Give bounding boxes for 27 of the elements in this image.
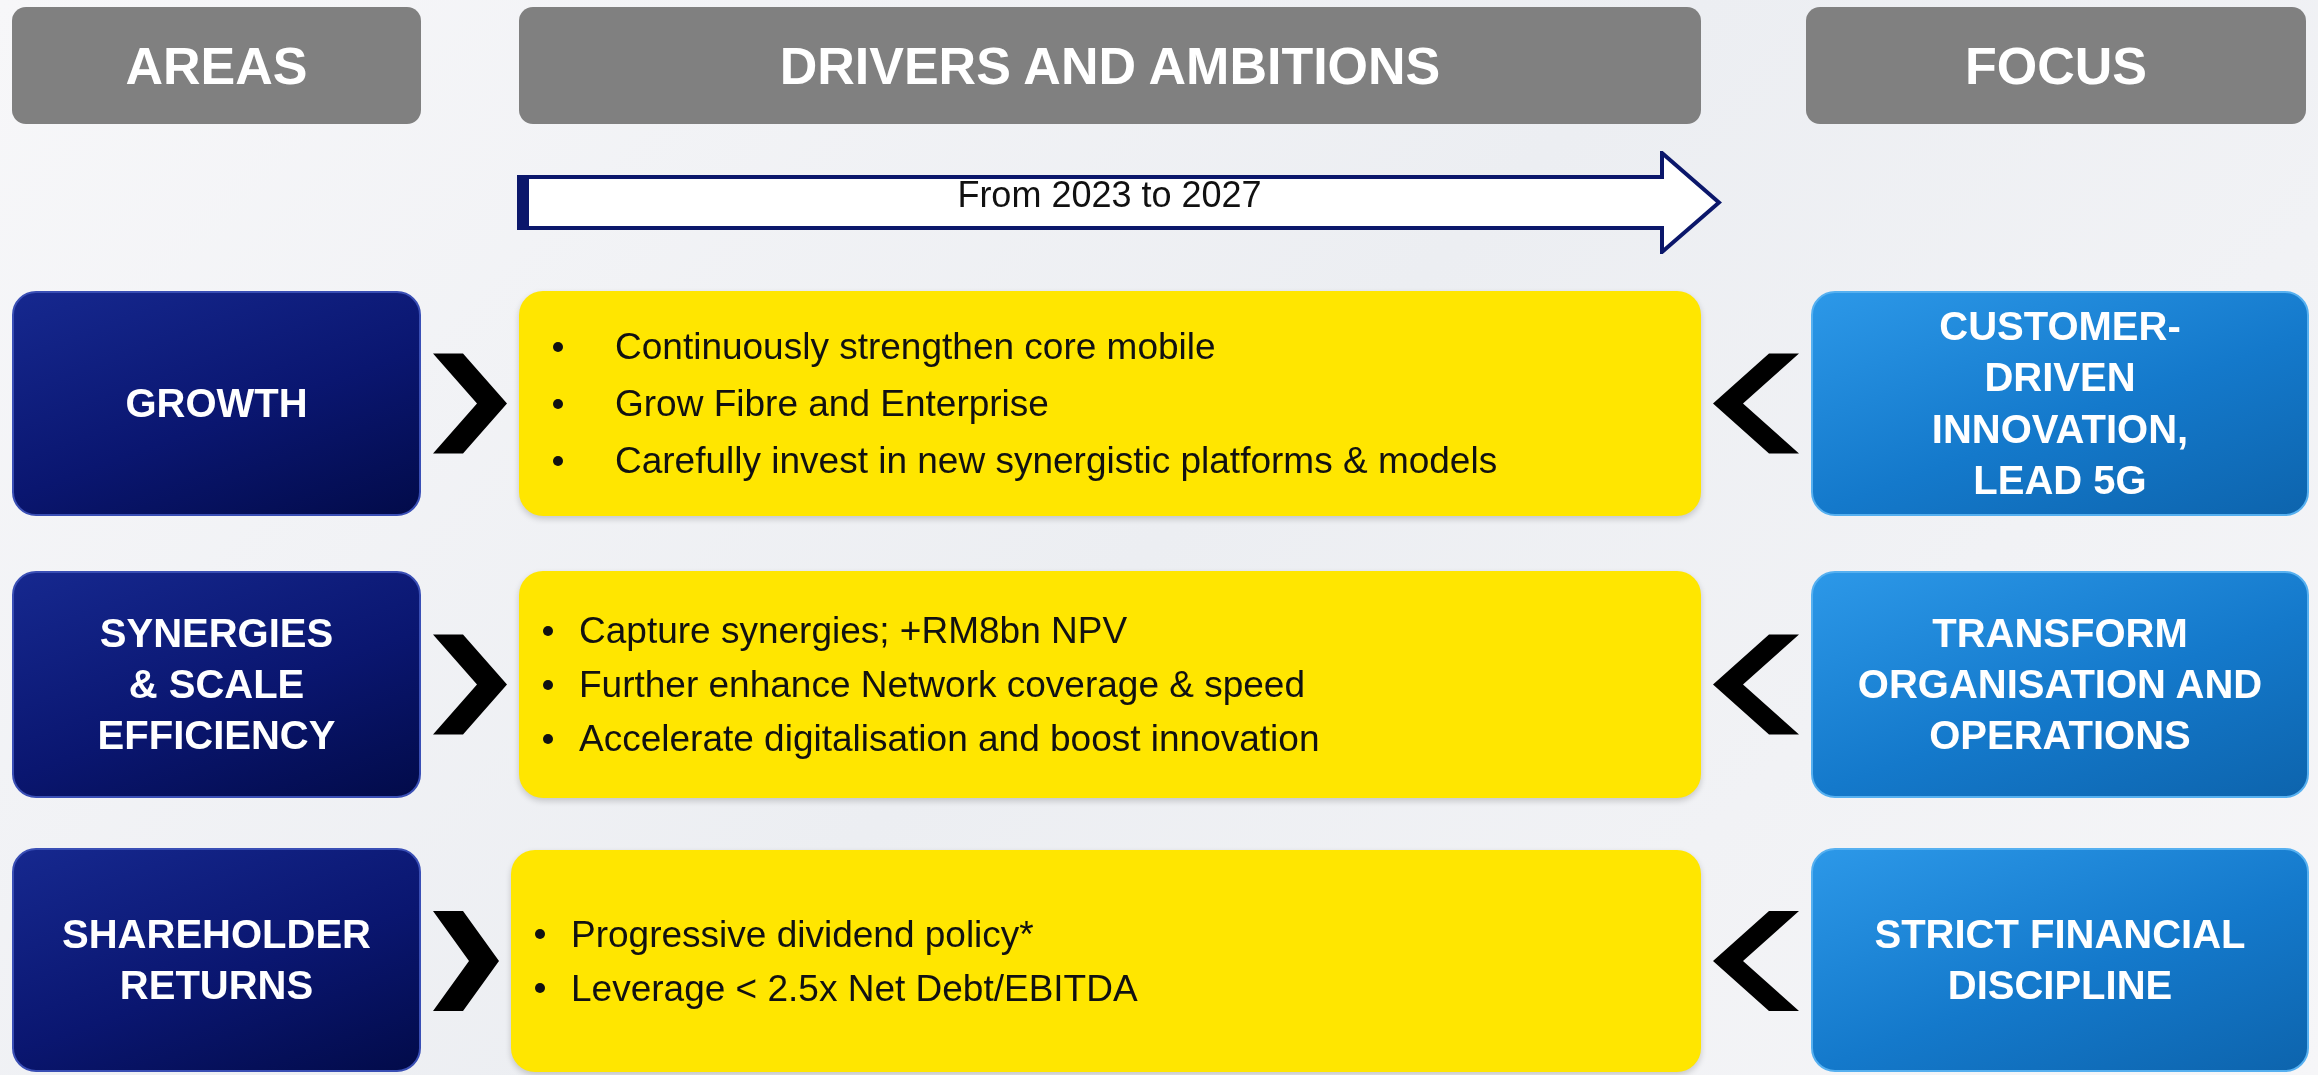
column-header: FOCUS — [1806, 7, 2306, 124]
chevron-arrow — [1713, 911, 1799, 1011]
ambition-box — [511, 850, 1701, 1072]
chevron-arrow — [433, 634, 507, 735]
bullet-item: Capture synergies; +RM8bn NPV — [579, 612, 1128, 649]
column-header: DRIVERS AND AMBITIONS — [519, 7, 1701, 124]
bullet-item: Grow Fibre and Enterprise — [615, 385, 1049, 422]
bullet-item: Accelerate digitalisation and boost innovation — [579, 720, 1320, 757]
chevron-arrow — [433, 911, 499, 1011]
area-box: SYNERGIES & SCALE EFFICIENCY — [12, 571, 421, 798]
timeline-label: From 2023 to 2027 — [957, 173, 1262, 217]
focus-box: TRANSFORM ORGANISATION AND OPERATIONS — [1811, 571, 2309, 798]
bullet-item: Further enhance Network coverage & speed — [579, 666, 1306, 703]
column-header: AREAS — [12, 7, 421, 124]
bullet-item: Leverage < 2.5x Net Debt/EBITDA — [571, 969, 1138, 1007]
chevron-arrow — [433, 353, 507, 454]
bullet-item: Progressive dividend policy* — [571, 915, 1034, 953]
chevron-arrow — [1713, 353, 1799, 454]
ambition-box — [519, 571, 1701, 798]
bullet-item: Continuously strengthen core mobile — [615, 328, 1216, 365]
focus-box: STRICT FINANCIAL DISCIPLINE — [1811, 848, 2309, 1072]
area-box: SHAREHOLDER RETURNS — [12, 848, 421, 1072]
bullet-item: Carefully invest in new synergistic platforms & models — [615, 442, 1498, 479]
chevron-arrow — [1713, 634, 1799, 735]
focus-box: CUSTOMER-DRIVEN INNOVATION, LEAD 5G — [1811, 291, 2309, 516]
area-box: GROWTH — [12, 291, 421, 516]
ambition-box — [519, 291, 1701, 516]
